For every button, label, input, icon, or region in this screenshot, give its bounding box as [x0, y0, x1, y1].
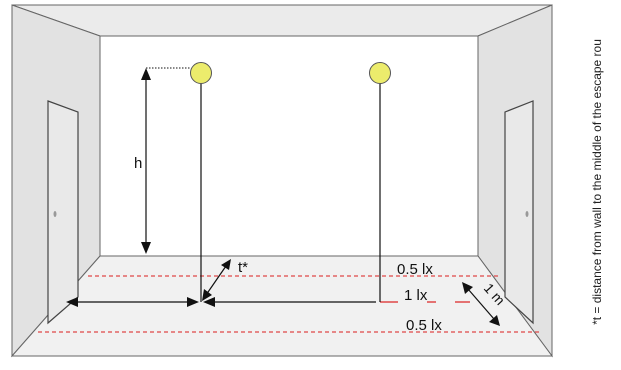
left-door-handle — [53, 211, 57, 217]
floor — [10, 255, 553, 357]
height-arrow-bottom — [141, 242, 151, 254]
luminaire-right — [369, 62, 391, 84]
t-arrow-top — [221, 259, 231, 270]
footnote: *t = distance from wall to the middle of… — [590, 39, 604, 325]
back-wall — [99, 35, 479, 257]
floor-arrow-left-head-a — [66, 297, 78, 307]
ceiling — [11, 4, 553, 37]
height-arrow-top — [141, 68, 151, 80]
width-arrow-bottom — [489, 315, 500, 326]
lux-label-middle: 1 lx — [404, 287, 428, 304]
floor-arrow-right-head — [203, 297, 215, 307]
floor-arrow-left-head-b — [187, 297, 199, 307]
t-arrow-bottom — [202, 289, 212, 301]
lux-label-lower: 0.5 lx — [406, 317, 442, 334]
lux-label-upper: 0.5 lx — [397, 261, 433, 278]
left-door — [47, 100, 79, 325]
luminaire-left — [190, 62, 212, 84]
t-label: t* — [238, 259, 248, 276]
height-label: h — [134, 155, 142, 172]
width-arrow-top — [462, 282, 473, 294]
right-door-handle — [525, 211, 529, 217]
t-distance-line — [205, 265, 227, 296]
width-arrow-line — [467, 288, 495, 320]
right-door — [504, 100, 534, 325]
